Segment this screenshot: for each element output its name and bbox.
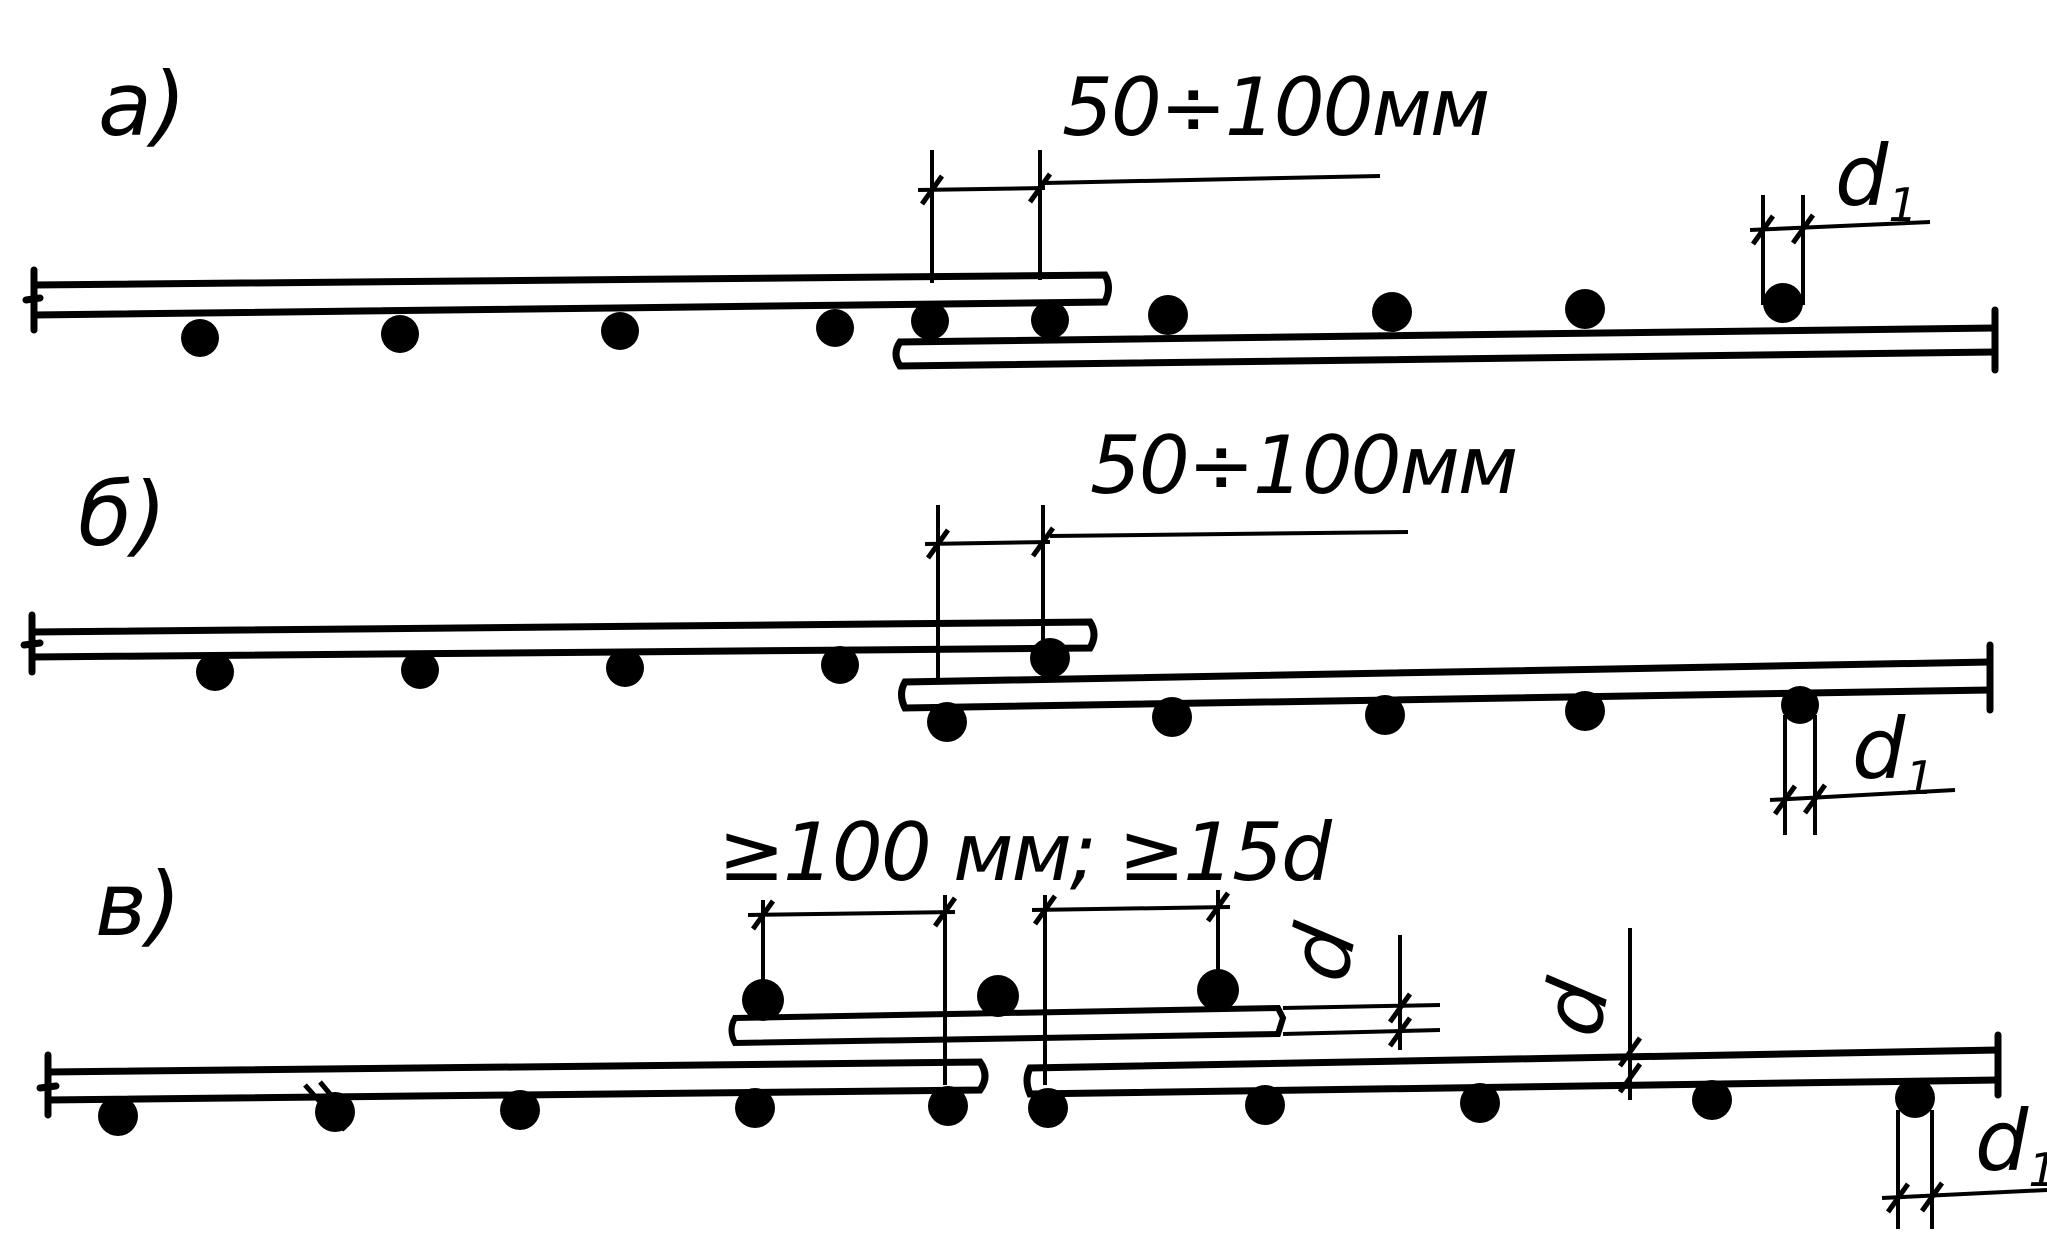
panel-c-label: в): [95, 853, 181, 956]
panel-c-splice-diameter-dimension: [1282, 935, 1441, 1050]
panel-c-diameter-dimension: [1881, 1110, 2047, 1229]
panel-a-diameter-dimension: [1749, 195, 1931, 305]
panel-c-lower-crossbars: [98, 1078, 1935, 1136]
panel-c-diameter-subscript: 1: [2028, 1143, 2047, 1197]
panel-a-right-crossbars: [1148, 283, 1803, 335]
panel-b-left-rod: [20, 611, 1098, 676]
panel-a-diameter-subscript: 1: [1888, 178, 1917, 232]
panel-a-label: а): [98, 53, 186, 156]
panel-b-overlap-label: 50÷100мм: [1090, 419, 1516, 512]
panel-c-overlap-dimension: [747, 890, 1230, 1085]
panel-c-splice-diameter-label: d: [1269, 916, 1376, 989]
panel-a-overlap-dimension: [917, 150, 1381, 283]
panel-b-diameter-dimension: [1769, 715, 1956, 835]
panel-c-splice-bar: [728, 1004, 1287, 1047]
panel-b-diameter-symbol: d: [1852, 700, 1906, 798]
panel-c-overlap-label: ≥100 мм; ≥15d: [718, 806, 1333, 899]
panel-a: а): [22, 53, 1999, 374]
panel-a-diameter-label: d1: [1835, 127, 1918, 232]
panel-b-label: б): [78, 463, 167, 566]
panel-b-overlap-dimension: [924, 505, 1409, 680]
panel-b: б): [20, 419, 1994, 835]
panel-a-left-crossbars: [181, 301, 1069, 357]
panel-c-diameter-label: d1: [1975, 1092, 2047, 1197]
panel-c: в): [36, 806, 2047, 1229]
panel-a-left-rod: [22, 266, 1112, 334]
panel-a-diameter-symbol: d: [1835, 127, 1889, 225]
panel-b-diameter-label: d1: [1852, 700, 1935, 805]
panel-c-upper-crossbars: [742, 969, 1239, 1021]
panel-b-diameter-subscript: 1: [1905, 751, 1934, 805]
panel-b-left-crossbars: [196, 638, 1070, 691]
panel-c-diameter-symbol: d: [1975, 1092, 2029, 1190]
panel-c-hatch-mark: [303, 1080, 352, 1132]
panel-c-rod-diameter-dimension: [1620, 928, 1640, 1100]
panel-c-rod-diameter-label: d: [1522, 971, 1629, 1044]
panel-a-right-rod: [892, 306, 1999, 374]
panel-a-overlap-label: 50÷100мм: [1062, 61, 1488, 154]
panel-c-right-rod: [1023, 1031, 2002, 1099]
panel-b-right-crossbars: [927, 686, 1819, 742]
panel-b-right-rod: [898, 641, 1994, 714]
panel-c-left-rod: [36, 1051, 989, 1119]
